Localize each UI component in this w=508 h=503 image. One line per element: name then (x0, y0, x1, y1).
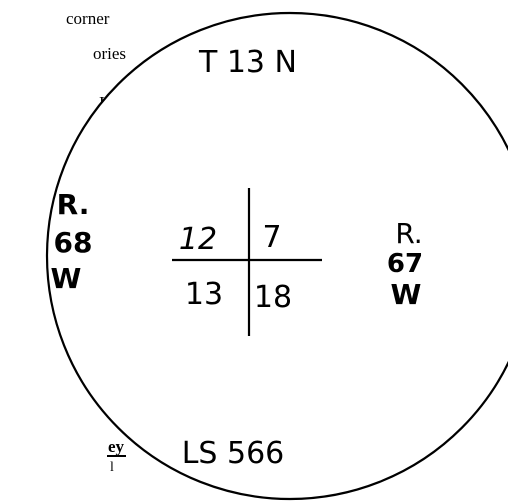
section-bottom-right: 18 (254, 280, 292, 315)
range-left-direction: W (51, 262, 82, 295)
range-left-number: 68 (54, 226, 93, 259)
section-top-left: 12 (179, 222, 217, 257)
side-text-line-2: ories (93, 44, 126, 63)
side-text-line-6: l (110, 460, 114, 475)
section-top-right: 7 (262, 220, 281, 255)
section-bottom-left: 13 (185, 277, 223, 312)
surveyor-license-label: LS 566 (182, 436, 285, 471)
range-right-number: 67 (387, 249, 423, 279)
marker-circle (45, 11, 508, 501)
township-label: T 13 N (198, 45, 297, 80)
side-text-line-5: ey (108, 437, 125, 456)
range-left-r: R. (57, 188, 90, 221)
side-text-line-1: corner (66, 9, 110, 28)
range-right-direction: W (391, 278, 422, 311)
range-right-r: R. (395, 217, 422, 250)
